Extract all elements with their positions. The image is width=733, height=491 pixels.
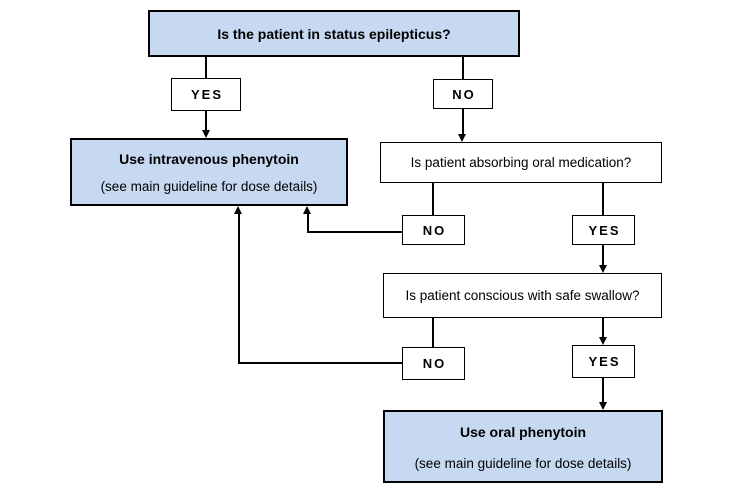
connector-start-to-status-yes xyxy=(205,57,207,78)
connector-absorbing-no-vertical xyxy=(307,214,309,233)
connector-absorbing-to-no xyxy=(432,183,434,215)
connector-swallow-no-vertical xyxy=(238,214,240,364)
oral-action-note: (see main guideline for dose details) xyxy=(414,456,632,471)
swallow-no-box: NO xyxy=(402,347,465,380)
arrowhead-into-swallow-yes xyxy=(599,337,607,345)
connector-start-to-status-no xyxy=(462,57,464,79)
arrowhead-absorbing-no-into-iv xyxy=(303,206,311,214)
absorbing-yes-label: YES xyxy=(588,222,621,238)
status-no-box: NO xyxy=(433,79,493,109)
absorbing-yes-box: YES xyxy=(572,215,635,245)
connector-swallow-to-no xyxy=(432,318,434,347)
oral-phenytoin-action-box: Use oral phenytoin (see main guideline f… xyxy=(383,410,663,483)
arrowhead-into-absorbing-question xyxy=(458,134,466,142)
connector-status-no-to-absorbing xyxy=(462,109,464,134)
absorbing-no-label: NO xyxy=(422,222,447,238)
connector-absorbing-no-horizontal xyxy=(308,231,402,233)
iv-action-note: (see main guideline for dose details) xyxy=(100,179,318,194)
swallow-yes-box: YES xyxy=(572,345,635,378)
arrowhead-into-oral-top xyxy=(599,402,607,410)
iv-phenytoin-action-box: Use intravenous phenytoin (see main guid… xyxy=(70,138,348,206)
status-yes-label: YES xyxy=(190,87,223,102)
absorbing-question-text: Is patient absorbing oral medication? xyxy=(410,155,632,170)
connector-swallow-to-yes xyxy=(602,318,604,337)
arrowhead-into-swallow-question xyxy=(599,265,607,273)
connector-status-yes-to-iv xyxy=(205,111,207,130)
arrowhead-swallow-no-into-iv xyxy=(234,206,242,214)
start-question-box: Is the patient in status epilepticus? xyxy=(148,10,520,57)
arrowhead-into-iv-top xyxy=(202,130,210,138)
swallow-yes-label: YES xyxy=(588,354,621,369)
absorbing-question-box: Is patient absorbing oral medication? xyxy=(380,142,662,183)
oral-action-title: Use oral phenytoin xyxy=(459,424,587,440)
connector-absorbing-to-yes xyxy=(602,183,604,215)
swallow-question-box: Is patient conscious with safe swallow? xyxy=(383,273,662,318)
swallow-no-label: NO xyxy=(422,356,447,371)
swallow-question-text: Is patient conscious with safe swallow? xyxy=(405,288,640,303)
connector-swallow-yes-to-oral xyxy=(602,378,604,402)
start-question-text: Is the patient in status epilepticus? xyxy=(217,25,451,42)
status-yes-box: YES xyxy=(171,78,241,111)
connector-absorbing-yes-to-swallow xyxy=(602,245,604,265)
absorbing-no-box: NO xyxy=(402,215,465,245)
connector-swallow-no-horizontal xyxy=(239,362,402,364)
status-no-label: NO xyxy=(452,86,476,102)
iv-action-title: Use intravenous phenytoin xyxy=(119,151,299,167)
